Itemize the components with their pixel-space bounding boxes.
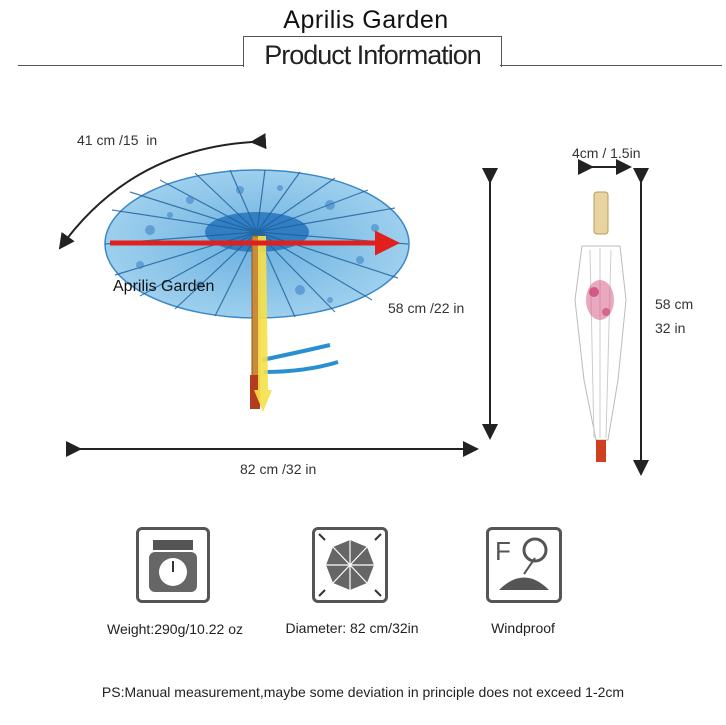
svg-text:F: F [495, 536, 511, 566]
watermark: Aprilis Garden [113, 278, 215, 295]
brand-title: Aprilis Garden [283, 6, 449, 34]
scale-icon [136, 527, 210, 603]
arc-dimension-label: 41 cm /15 in [77, 132, 158, 148]
radius-arrow [254, 236, 272, 412]
weight-spec: Weight:290g/10.22 oz [107, 621, 243, 637]
diameter-spec: Diameter: 82 cm/32in [285, 620, 419, 636]
header-frame: Product Information [243, 36, 502, 70]
umbrella-diameter-icon [312, 527, 388, 603]
height-dimension-label: 58 cm /22 in [388, 300, 465, 316]
section-title: Product Information [264, 40, 482, 70]
section-header: Product Information [18, 36, 722, 70]
header-rule-left [18, 65, 243, 66]
windproof-spec: Windproof [491, 620, 555, 636]
closed-diameter-label: 4cm / 1.5in [572, 145, 641, 161]
header-rule-right [500, 65, 722, 66]
closed-umbrella [574, 191, 627, 462]
windproof-icon: F [486, 527, 562, 603]
measurement-note: PS:Manual measurement,maybe some deviati… [101, 684, 625, 700]
width-dimension-label: 82 cm /32 in [240, 461, 317, 477]
closed-length-label: 58 cm 32 in [655, 296, 694, 336]
arc-dimension-arrow [58, 133, 267, 250]
